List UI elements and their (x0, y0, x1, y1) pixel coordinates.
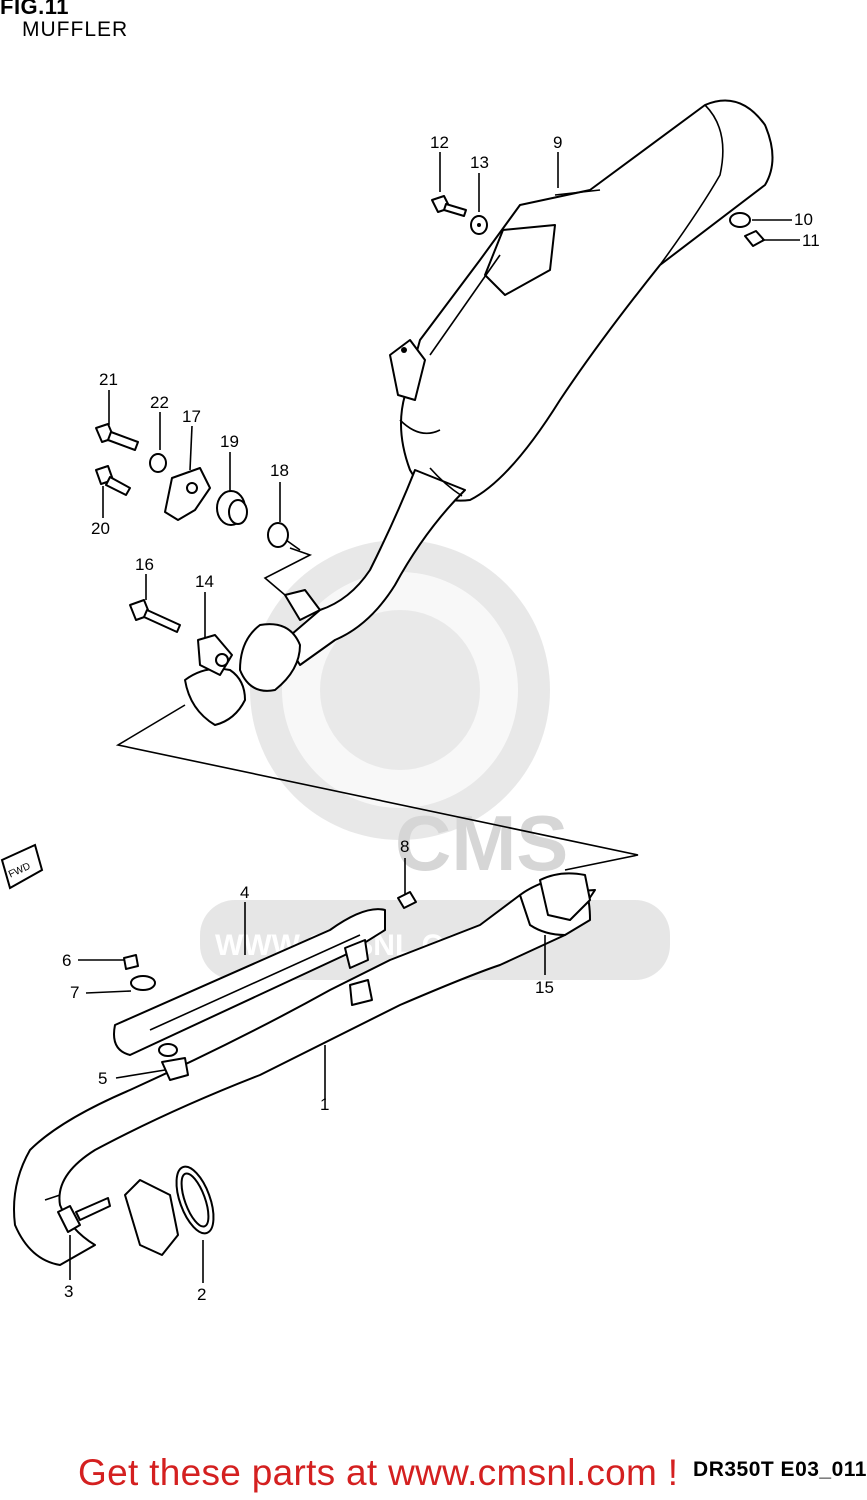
callout-5[interactable]: 5 (98, 1069, 107, 1088)
bolt-part-12[interactable] (431, 195, 467, 217)
clamp-part-14[interactable] (184, 634, 246, 726)
bolt-part-8[interactable] (397, 891, 417, 909)
callout-10[interactable]: 10 (794, 210, 813, 229)
bolt-part-21[interactable] (95, 423, 139, 451)
bolt-part-16[interactable] (129, 599, 181, 633)
washer-part-7[interactable] (130, 975, 156, 991)
callout-1[interactable]: 1 (320, 1095, 329, 1114)
callout-19[interactable]: 19 (220, 432, 239, 451)
gasket-part-2[interactable] (169, 1162, 221, 1238)
callout-8[interactable]: 8 (400, 837, 409, 856)
washer-part-22[interactable] (149, 453, 167, 473)
callout-leaders (69, 152, 800, 1283)
screw-part-6[interactable] (123, 954, 139, 970)
stud-bolt-part-3[interactable] (57, 1197, 111, 1233)
footer-link[interactable]: Get these parts at www.cmsnl.com ! (78, 1452, 679, 1493)
mid-pipe[interactable] (239, 467, 466, 692)
bracket-part-17[interactable] (164, 467, 211, 521)
callout-15[interactable]: 15 (535, 978, 554, 997)
callout-11[interactable]: 11 (802, 231, 820, 250)
callout-22[interactable]: 22 (150, 393, 169, 412)
callout-14[interactable]: 14 (195, 572, 214, 591)
callout-numbers: 12 13 9 10 11 21 22 17 19 18 20 16 14 8 … (62, 133, 820, 1304)
nut-part-11[interactable] (744, 230, 765, 247)
callout-17[interactable]: 17 (182, 407, 201, 426)
callout-12[interactable]: 12 (430, 133, 449, 152)
watermark-brand: CMS (395, 799, 568, 887)
callout-16[interactable]: 16 (135, 555, 154, 574)
fwd-arrow-icon: FWD (0, 843, 44, 890)
diagram-code: DR350T E03_011 (693, 1458, 867, 1481)
grommet-part-10[interactable] (729, 212, 751, 228)
washer-part-5[interactable] (158, 1043, 189, 1081)
assembly-guide (115, 704, 639, 871)
callout-4[interactable]: 4 (240, 883, 249, 902)
cms-watermark: CMS WWW.CMSNL.COM (200, 540, 670, 980)
grommet-part-19[interactable] (216, 490, 248, 526)
figure-subtitle: MUFFLER (22, 18, 129, 41)
bracket-part-8-mount[interactable] (344, 939, 373, 1006)
callout-20[interactable]: 20 (91, 519, 110, 538)
heat-guard-part-4[interactable] (113, 908, 386, 1056)
bolt-part-20[interactable] (95, 465, 131, 496)
collar-part-18[interactable] (267, 522, 301, 551)
callout-7[interactable]: 7 (70, 983, 79, 1002)
flange-part-2-joint[interactable] (124, 1179, 179, 1256)
callout-3[interactable]: 3 (64, 1282, 73, 1301)
callout-6[interactable]: 6 (62, 951, 71, 970)
washer-part-13[interactable] (470, 215, 488, 235)
figure-title: FIG.11 (0, 0, 70, 19)
assembly-line (263, 547, 313, 596)
callout-2[interactable]: 2 (197, 1285, 206, 1304)
callout-21[interactable]: 21 (99, 370, 118, 389)
silencer-part-9[interactable] (389, 99, 774, 502)
callout-13[interactable]: 13 (470, 153, 489, 172)
callout-18[interactable]: 18 (270, 461, 289, 480)
callout-9[interactable]: 9 (553, 133, 562, 152)
gasket-part-15[interactable] (539, 872, 591, 921)
